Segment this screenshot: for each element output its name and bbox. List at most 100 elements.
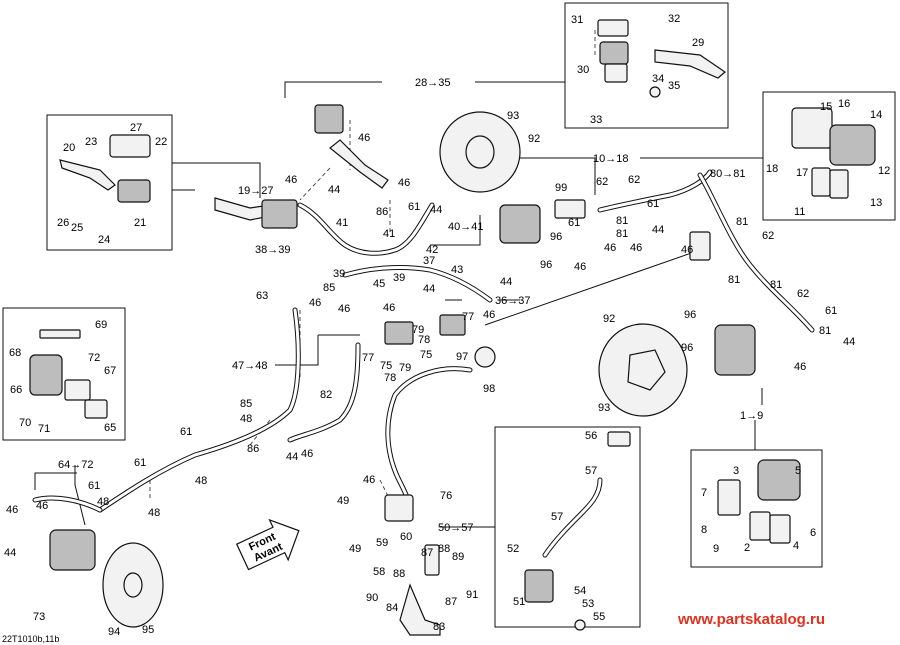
part-number: 61 <box>134 457 146 469</box>
front-brake-disc-lower <box>598 323 756 417</box>
front-direction-arrow: Front Avant <box>235 518 300 571</box>
part-number: 61 <box>647 198 659 210</box>
part-number: 62 <box>596 176 608 188</box>
inset-front-caliper-right <box>690 449 823 568</box>
master-cylinder-left <box>59 134 151 203</box>
part-number: 66 <box>10 384 22 396</box>
part-number: 30 <box>577 64 589 76</box>
part-number: 62 <box>628 174 640 186</box>
part-number: 92 <box>603 313 615 325</box>
part-number: 77 <box>462 311 474 323</box>
part-number: 56 <box>585 430 597 442</box>
part-number: 68 <box>9 347 21 359</box>
part-number: 46 <box>483 309 495 321</box>
part-number: 96 <box>550 231 562 243</box>
part-number: 44 <box>430 204 442 216</box>
part-number: 46 <box>383 302 395 314</box>
part-number: 22 <box>155 136 167 148</box>
front-caliper-inset <box>791 107 876 199</box>
part-number: 51 <box>513 596 525 608</box>
part-number: 46 <box>338 303 350 315</box>
part-number: 57 <box>551 511 563 523</box>
part-number: 42 <box>426 244 438 256</box>
part-number: 39 <box>333 268 345 280</box>
part-number: 54 <box>574 585 586 597</box>
brake-lever-left <box>214 197 298 229</box>
part-number: 85 <box>240 398 252 410</box>
part-number: 91 <box>466 589 478 601</box>
part-number: 44 <box>286 451 298 463</box>
part-number: 87 <box>421 547 433 559</box>
part-number: 15 <box>820 101 832 113</box>
group-label: 19→27 <box>238 185 273 197</box>
part-number: 37 <box>423 255 435 267</box>
part-number: 31 <box>571 14 583 26</box>
part-number: 53 <box>582 598 594 610</box>
part-number: 9 <box>713 543 719 555</box>
part-number: 48 <box>148 507 160 519</box>
part-number: 5 <box>795 465 801 477</box>
part-number: 46 <box>358 132 370 144</box>
part-number: 79 <box>412 324 424 336</box>
part-number: 77 <box>362 352 374 364</box>
part-number: 78 <box>418 334 430 346</box>
part-number: 48 <box>97 496 109 508</box>
part-number: 73 <box>33 611 45 623</box>
rear-caliper <box>49 529 164 628</box>
part-number: 65 <box>104 422 116 434</box>
diagram-code: 22T1010b,11b <box>2 634 59 644</box>
part-number: 44 <box>423 283 435 295</box>
part-number: 23 <box>85 136 97 148</box>
part-number: 45 <box>373 278 385 290</box>
part-number: 44 <box>4 547 16 559</box>
part-number: 46 <box>301 448 313 460</box>
inset-front-caliper <box>762 91 896 221</box>
part-number: 86 <box>376 206 388 218</box>
part-number: 92 <box>528 133 540 145</box>
part-number: 41 <box>383 228 395 240</box>
part-number: 12 <box>878 165 890 177</box>
part-number: 95 <box>142 624 154 636</box>
part-number: 88 <box>438 543 450 555</box>
part-number: 2 <box>744 542 750 554</box>
part-number: 72 <box>88 352 100 364</box>
part-number: 88 <box>393 568 405 580</box>
part-number: 44 <box>500 276 512 288</box>
part-number: 60 <box>400 531 412 543</box>
rear-master-cylinder <box>384 494 441 636</box>
front-caliper-upper <box>499 199 711 261</box>
part-number: 98 <box>483 383 495 395</box>
part-number: 46 <box>398 177 410 189</box>
part-number: 14 <box>870 109 882 121</box>
part-number: 44 <box>652 224 664 236</box>
part-number: 76 <box>440 490 452 502</box>
part-number: 17 <box>796 167 808 179</box>
part-number: 82 <box>320 389 332 401</box>
part-number: 87 <box>445 596 457 608</box>
group-label: 38→39 <box>255 244 290 256</box>
leader-lines <box>34 30 801 528</box>
part-number: 85 <box>323 282 335 294</box>
part-number: 75 <box>420 349 432 361</box>
part-number: 49 <box>337 495 349 507</box>
part-number: 46 <box>681 244 693 256</box>
part-number: 13 <box>870 197 882 209</box>
part-number: 96 <box>684 309 696 321</box>
part-number: 35 <box>668 80 680 92</box>
group-labels: 28→35 19→27 38→39 40→41 10→18 80→81 36→3… <box>58 77 763 534</box>
part-number: 90 <box>366 592 378 604</box>
part-number: 99 <box>555 182 567 194</box>
part-number: 81 <box>770 279 782 291</box>
group-label: 47→48 <box>232 360 267 372</box>
part-number: 16 <box>838 98 850 110</box>
part-number: 94 <box>108 626 120 638</box>
part-number: 81 <box>616 228 628 240</box>
part-number: 48 <box>195 475 207 487</box>
inset-master-cylinder-right <box>564 2 729 129</box>
part-number: 34 <box>652 73 664 85</box>
part-number: 6 <box>810 527 816 539</box>
part-number: 63 <box>256 290 268 302</box>
part-number: 44 <box>843 336 855 348</box>
part-number: 96 <box>540 259 552 271</box>
group-label: 28→35 <box>415 77 450 89</box>
